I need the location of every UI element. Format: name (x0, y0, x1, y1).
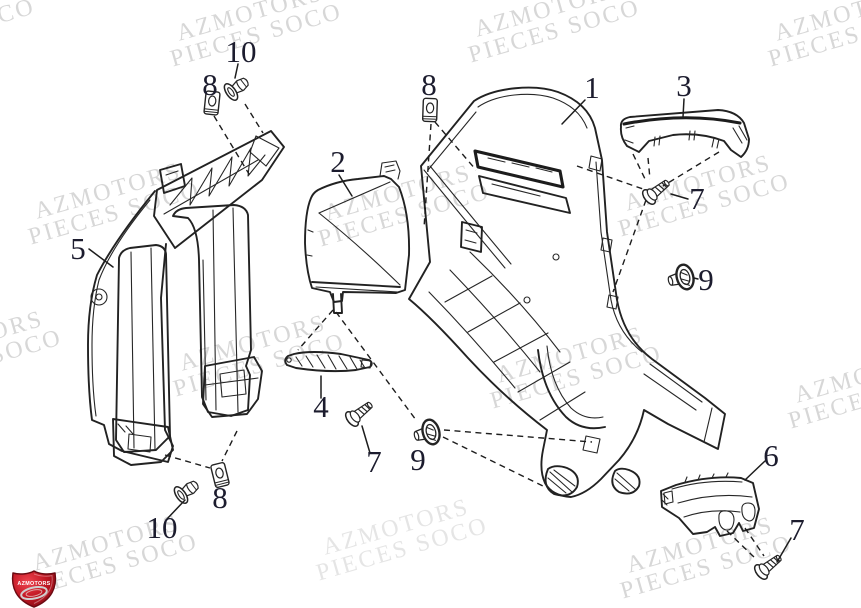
part-2-front-cover-drawing (304, 160, 411, 314)
part-6-lower-bracket-drawing (660, 472, 760, 537)
part-label-8: 8 (202, 67, 218, 102)
part-5-inner-panel-drawing (87, 130, 285, 466)
part-label-7: 7 (366, 444, 382, 479)
part-label-5: 5 (70, 231, 86, 266)
part-7-screw (342, 396, 378, 430)
part-label-2: 2 (330, 144, 346, 179)
part-10-rivet (221, 72, 254, 104)
part-label-1: 1 (584, 70, 600, 105)
part-label-8: 8 (421, 67, 437, 102)
azmotors-shield-logo: AZMOTORS (11, 570, 57, 608)
part-label-8: 8 (212, 480, 228, 515)
part-label-7: 7 (789, 512, 805, 547)
part-label-10: 10 (226, 34, 257, 69)
assembly-dashed-lines (164, 103, 765, 560)
part-3-upper-trim-drawing (619, 109, 750, 158)
part-1-main-panel-drawing (408, 86, 726, 498)
part-label-9: 9 (698, 262, 714, 297)
watermark-line2: PIECES SOCO (0, 0, 38, 67)
part-label-10: 10 (147, 510, 178, 545)
part-9-grommet (664, 261, 698, 295)
part-label-9: 9 (410, 442, 426, 477)
part-10-rivet (171, 475, 204, 507)
part-label-3: 3 (676, 68, 692, 103)
part-label-4: 4 (313, 389, 329, 424)
logo-brand-text: AZMOTORS (17, 581, 50, 587)
part-label-7: 7 (689, 181, 705, 216)
part-number-labels: 1 2 3 4 5 6 7 7 7 8 8 8 9 9 10 10 (70, 34, 805, 547)
part-label-6: 6 (763, 438, 779, 473)
part-4-trim-blade-drawing (284, 351, 373, 373)
label-leader-lines (88, 63, 792, 563)
